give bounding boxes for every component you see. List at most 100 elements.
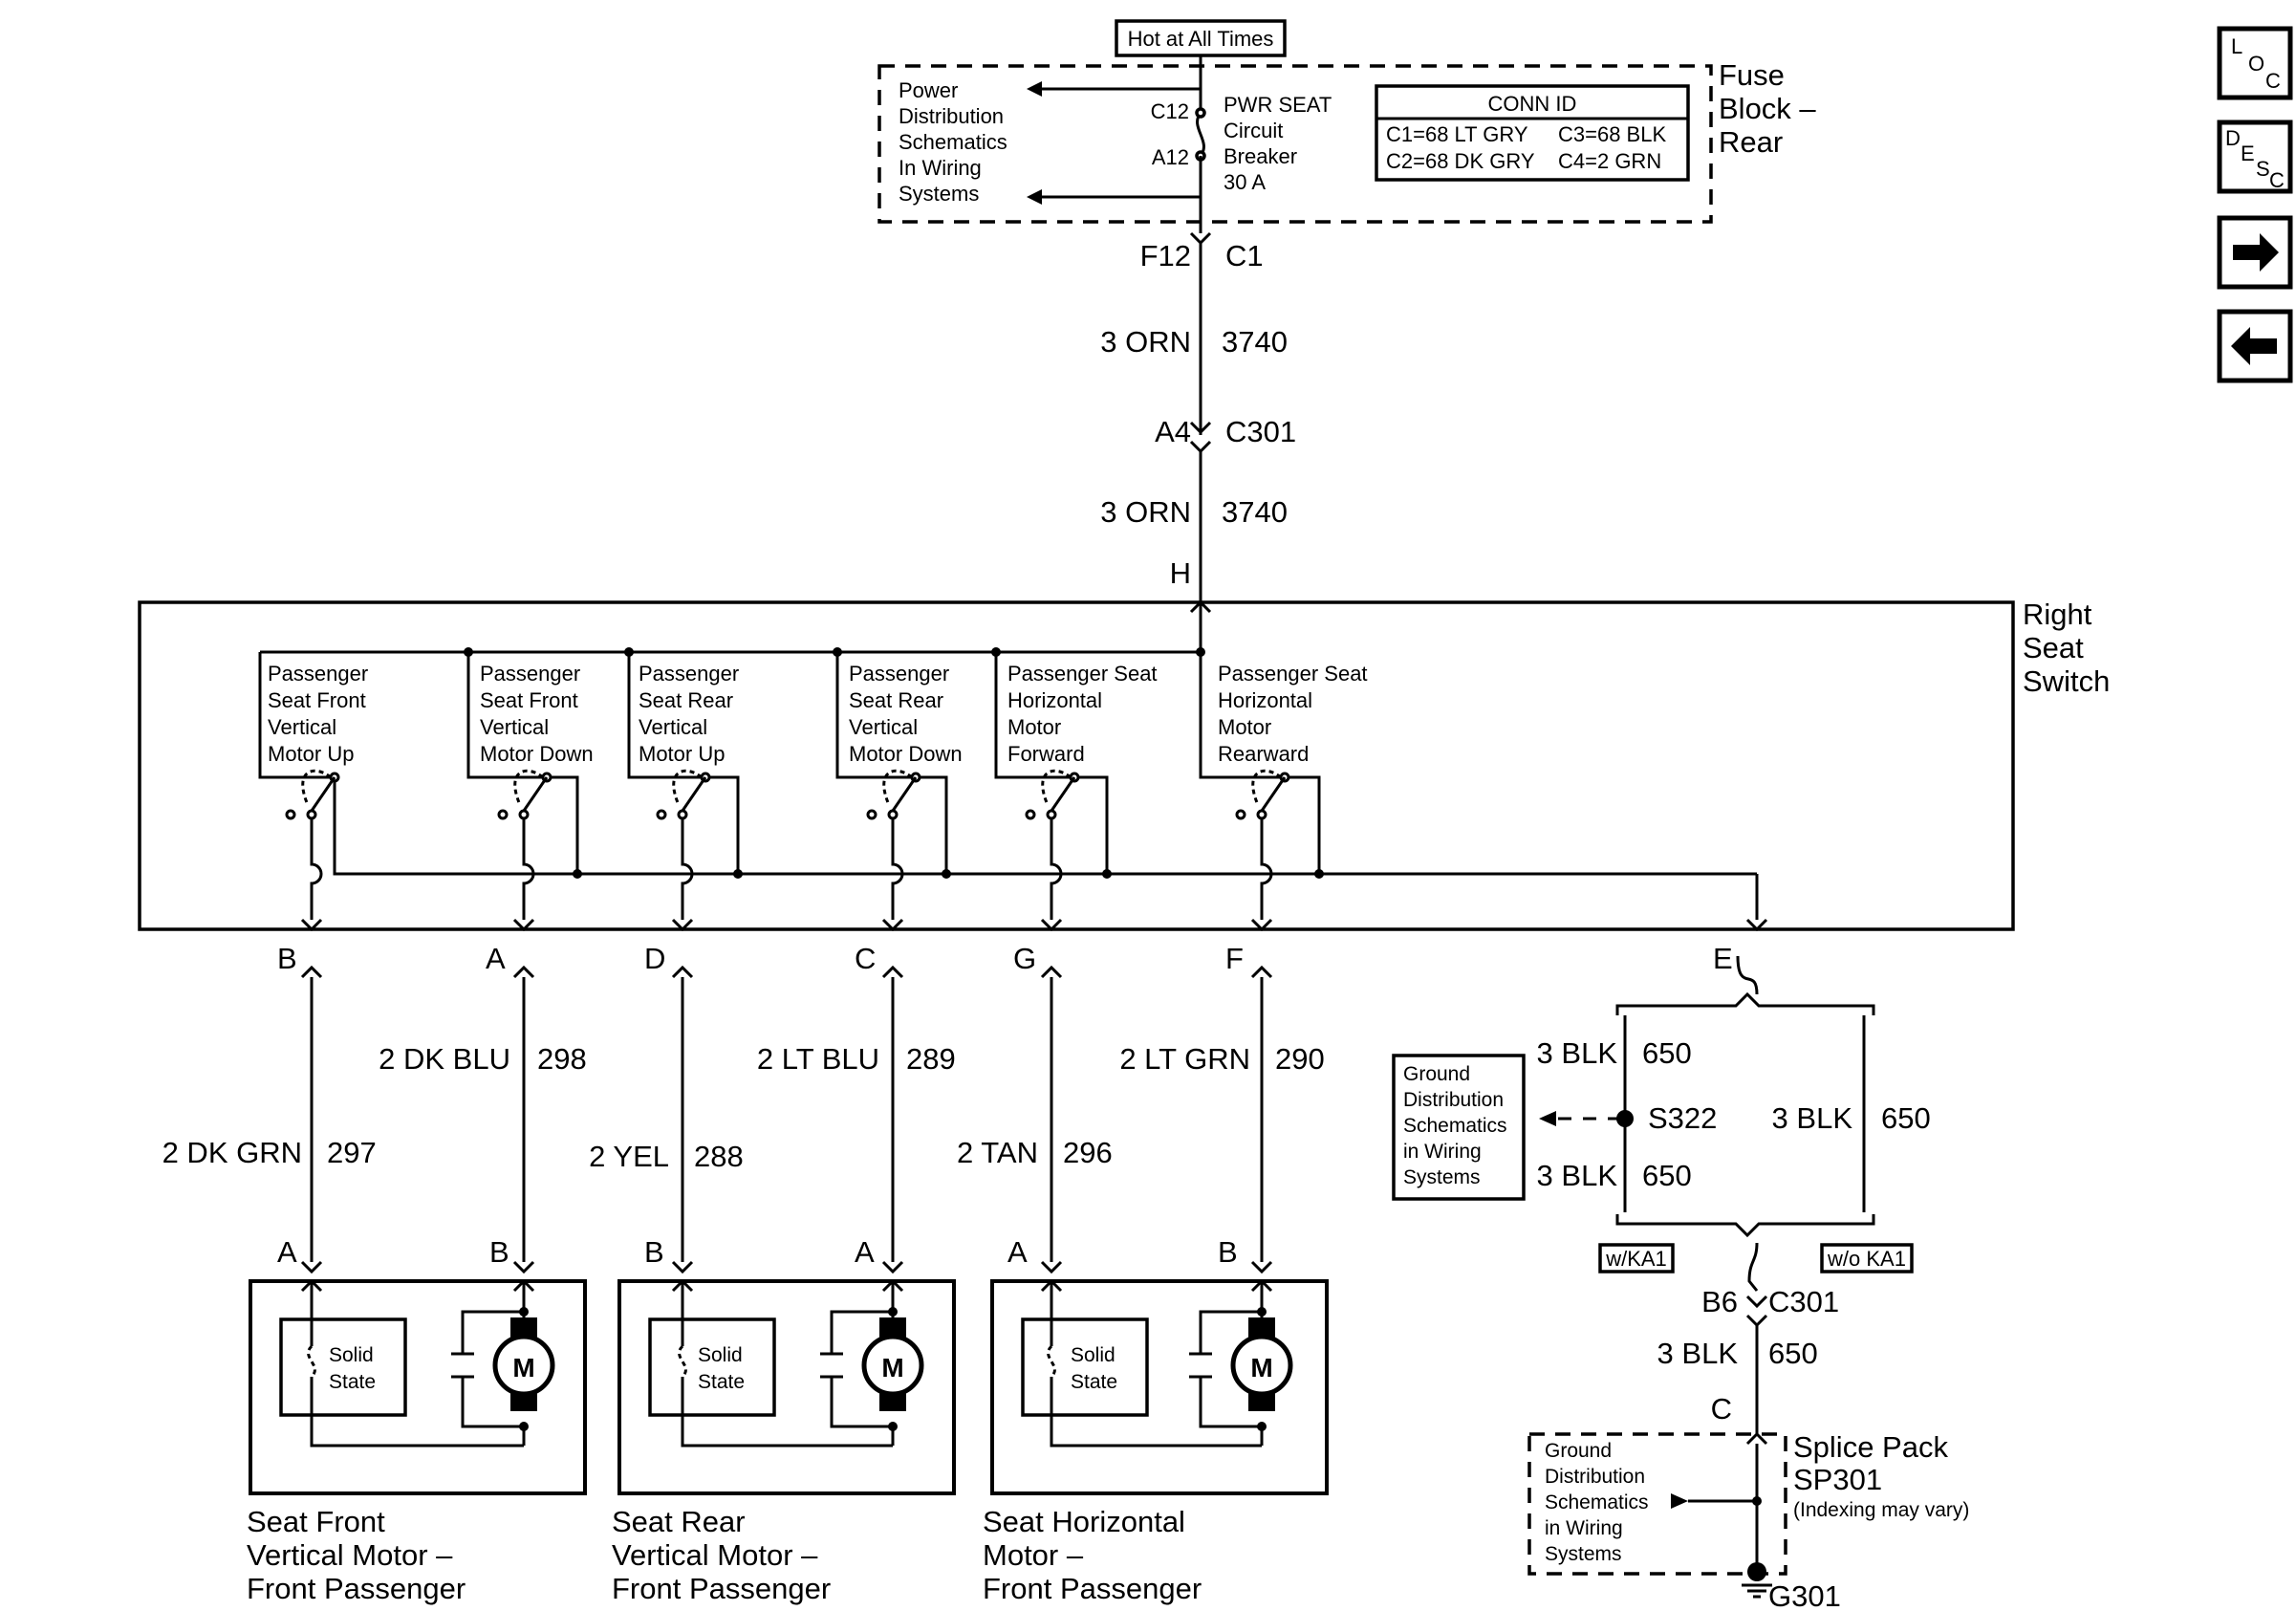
pin-c12: C12 — [1151, 99, 1189, 123]
section-label: Passenger — [849, 662, 949, 686]
desc-letter: S — [2256, 157, 2270, 181]
loc-letter: L — [2231, 34, 2242, 58]
pin-c: C — [855, 942, 876, 975]
arrow-right-icon — [1671, 1493, 1688, 1509]
switch-contact-icon — [1025, 769, 1080, 1274]
section-label: Passenger — [480, 662, 580, 686]
wire-color: 3 BLK — [1537, 1159, 1618, 1192]
section-label: Passenger Seat — [1007, 662, 1158, 686]
gd-line: Distribution — [1403, 1089, 1504, 1111]
motor-pin-left: B — [644, 1235, 664, 1269]
section-label: Passenger — [268, 662, 368, 686]
connector-c301: C301 — [1225, 415, 1296, 448]
solid-state-box — [648, 1317, 776, 1417]
solid-state-label: Solid — [329, 1344, 374, 1366]
wire-number: 3740 — [1222, 325, 1288, 359]
nav-desc-button[interactable]: D E S C — [2217, 120, 2293, 194]
wire-color: 3 BLK — [1537, 1036, 1618, 1070]
fuse-block-outline — [877, 64, 1713, 224]
switch-contacts — [285, 769, 1290, 1274]
capacitor-icon — [820, 1310, 895, 1446]
wire-color: 3 BLK — [1772, 1101, 1853, 1135]
splice-s322: S322 — [1648, 1101, 1717, 1135]
section-label: Forward — [1007, 742, 1085, 766]
wire-color: 2 YEL — [589, 1140, 669, 1173]
motor-name: Vertical Motor – — [612, 1538, 818, 1572]
section-label: Seat Rear — [639, 688, 733, 712]
arrow-left-icon — [2231, 327, 2277, 365]
gd-line: Distribution — [1545, 1466, 1645, 1488]
motor-pin-left: A — [1007, 1235, 1028, 1269]
wire-number: 297 — [327, 1136, 377, 1169]
solid-state-label: Solid — [698, 1344, 743, 1366]
solid-state-switch-icon — [678, 1344, 687, 1379]
motor-seat-front-vertical: A B Seat Front Vertical Motor – Front Pa… — [247, 1235, 509, 1605]
motor-seat-horizontal: A B Seat Horizontal Motor – Front Passen… — [983, 1235, 1238, 1605]
loc-letter: C — [2265, 69, 2281, 93]
gd-line: Systems — [1403, 1166, 1481, 1188]
motor-pin-right: A — [855, 1235, 875, 1269]
section-label: Motor — [1007, 715, 1061, 739]
bracket-top — [1615, 991, 1875, 1015]
power-dist-line: In Wiring — [899, 156, 982, 180]
motor-name: Vertical Motor – — [247, 1538, 453, 1572]
solid-state-label: State — [1071, 1371, 1117, 1393]
desc-letter: D — [2225, 126, 2241, 150]
pin-d: D — [644, 942, 665, 975]
switch-contact-icon — [1235, 769, 1290, 1274]
motor-pin-right: B — [489, 1235, 509, 1269]
section-label: Seat Front — [268, 688, 366, 712]
solid-state-switch-icon — [307, 1344, 316, 1379]
breaker-label: PWR SEAT — [1224, 93, 1332, 117]
connector-c1-icon — [1189, 222, 1212, 246]
motor-circuit-wires: 2 DK GRN 297 2 DK BLU 298 2 YEL 288 2 LT… — [162, 1042, 1325, 1173]
gd-line: Systems — [1545, 1543, 1622, 1565]
without-ka1-tag — [1820, 1243, 1914, 1274]
solid-state-switch-icon — [1047, 1344, 1056, 1379]
section-label: Passenger Seat — [1218, 662, 1368, 686]
feed-circuit: F12 C1 3 ORN 3740 A4 C301 3 ORN 3740 H — [1100, 222, 1296, 614]
pin-a4: A4 — [1155, 415, 1191, 448]
without-ka1-label: w/o KA1 — [1827, 1247, 1906, 1271]
switch-output-pins: B A D C G F E — [277, 942, 1733, 975]
wire-color: 3 BLK — [1657, 1337, 1739, 1370]
motor-pin-left: A — [277, 1235, 297, 1269]
nav-loc-button[interactable]: L O C — [2217, 26, 2293, 100]
wire-number: 650 — [1642, 1159, 1692, 1192]
section-label: Vertical — [268, 715, 336, 739]
motor-pin-right: B — [1218, 1235, 1238, 1269]
hot-at-all-times-label: Hot at All Times — [1128, 27, 1274, 51]
solid-state-label: State — [329, 1371, 376, 1393]
section-label: Vertical — [480, 715, 549, 739]
switch-section-horizontal-rearward: Passenger Seat Horizontal Motor Rearward — [1218, 662, 1368, 766]
power-distribution-reference: Power Distribution Schematics In Wiring … — [899, 78, 1201, 206]
conn-c1: C1=68 LT GRY — [1386, 122, 1528, 146]
splice-pack-title: Splice Pack — [1793, 1430, 1948, 1464]
conn-c3: C3=68 BLK — [1558, 122, 1666, 146]
pin-c: C — [1711, 1392, 1732, 1426]
breaker-label: Breaker — [1224, 144, 1297, 168]
fuse-block-rear: Hot at All Times Fuse Block – Rear Power… — [877, 19, 1816, 224]
nav-prev-button[interactable] — [2217, 309, 2293, 383]
desc-letter: E — [2241, 142, 2255, 165]
switch-title-2: Seat — [2023, 631, 2084, 664]
with-ka1-tag — [1598, 1243, 1675, 1274]
section-label: Motor Down — [480, 742, 594, 766]
switch-section-rear-down: Passenger Seat Rear Vertical Motor Down — [849, 662, 963, 766]
gd-line: in Wiring — [1403, 1141, 1482, 1163]
section-label: Motor Down — [849, 742, 963, 766]
wire-number: 290 — [1275, 1042, 1325, 1076]
nav-next-button[interactable] — [2217, 215, 2293, 290]
arrow-right-icon — [2233, 233, 2279, 272]
switch-contact-icon — [866, 769, 921, 1274]
motor-unit — [617, 1278, 956, 1495]
conn-c4: C4=2 GRN — [1558, 149, 1661, 173]
power-dist-line: Schematics — [899, 130, 1007, 154]
connector-c1: C1 — [1225, 239, 1264, 272]
wire-number: 650 — [1768, 1337, 1818, 1370]
fuse-block-title-2: Block – — [1719, 92, 1816, 125]
power-dist-line: Power — [899, 78, 958, 102]
wire-number: 650 — [1642, 1036, 1692, 1070]
switch-contact-icon — [285, 769, 340, 1274]
